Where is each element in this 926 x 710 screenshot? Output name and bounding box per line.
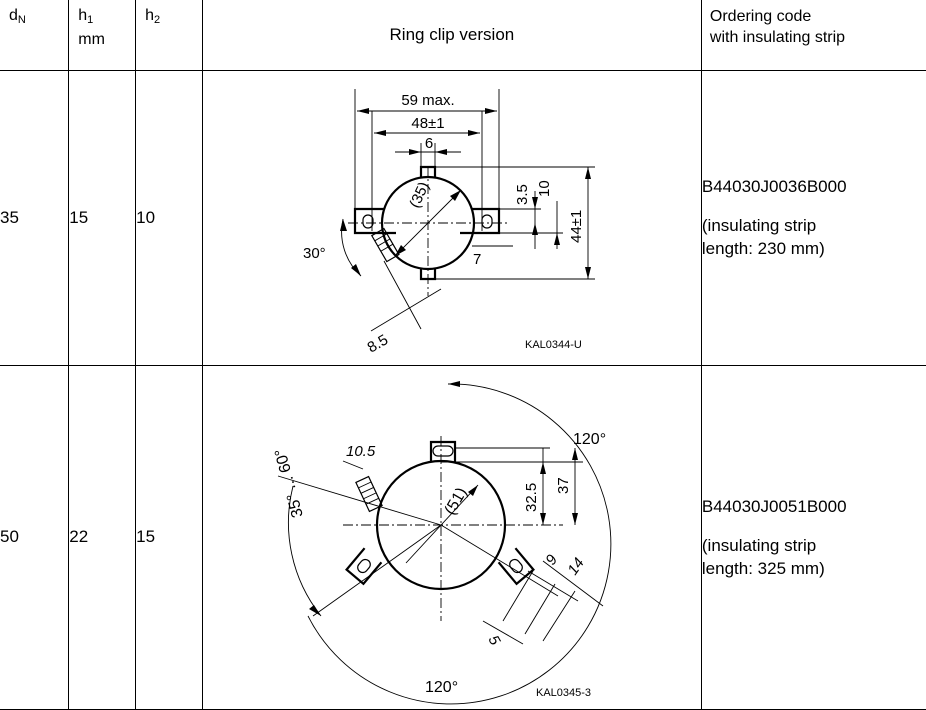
tab-bottom [419, 268, 436, 280]
outer-arc [307, 383, 612, 704]
tab-top [429, 440, 456, 462]
cell-dn: 35 [0, 69, 70, 366]
dim-d4: 14 [564, 554, 587, 577]
strip-note-2: length: 325 mm) [701, 558, 825, 578]
dim-d5: 5 [484, 632, 503, 648]
dim-line-14 [542, 560, 604, 606]
dim-d1: 32.5 [523, 482, 540, 511]
dim-line-5 [482, 620, 524, 644]
header-h2: h2 [135, 0, 203, 71]
dim-d3: 7 [473, 251, 481, 268]
dim-angle-top: 120° [573, 431, 606, 448]
dim-line-len [370, 288, 442, 331]
tab-left [353, 207, 396, 234]
slot-left [362, 213, 374, 229]
strip-note-2: length: 230 mm) [701, 239, 825, 258]
dim-screw: 10.5 [346, 443, 376, 460]
cell-ordering-code: B44030J0051B000 (insulating strip length… [700, 364, 926, 710]
ring-clip-50-drawing: 10.5 (51) [272, 380, 612, 704]
tab-bottom-left [344, 546, 383, 585]
dim-len: 8.5 [364, 331, 391, 356]
ext-9b [524, 583, 556, 634]
slot-right [481, 213, 493, 229]
cell-ordering-code: B44030J0036B000 (insulating strip length… [700, 69, 926, 366]
cell-h1: 22 [68, 364, 137, 710]
radial-left [277, 475, 442, 525]
header-dn: dN [0, 0, 70, 71]
tab-bottom-right [497, 546, 535, 585]
ring-clip-35-drawing: 59 max. 48±1 6 [303, 88, 595, 356]
radial-bottom-right [440, 524, 559, 596]
tab-top [419, 165, 436, 177]
cell-h2: 10 [135, 69, 203, 366]
strip-note-1: (insulating strip [701, 216, 817, 235]
header-version: Ring clip version [201, 0, 702, 71]
dim-d2: 37 [555, 477, 572, 494]
radial-bottom-left [312, 524, 442, 616]
dim-angle-bottom: 120° [425, 679, 458, 696]
ext-14 [542, 590, 576, 641]
dim-line-9 [527, 570, 579, 601]
screw-axis [383, 260, 422, 329]
cell-drawing: 10.5 (51) [201, 364, 702, 710]
dim-height: 44±1 [568, 209, 585, 242]
ordering-code: B44030J0051B000 [701, 496, 847, 516]
screw-leader [342, 460, 364, 469]
range-arc [287, 485, 322, 616]
cell-drawing: 59 max. 48±1 6 [201, 69, 702, 366]
tab-right [459, 207, 500, 234]
dim-d3: 9 [542, 551, 561, 568]
ordering-code: B44030J0036B000 [701, 177, 847, 196]
table-row: 50 22 15 [0, 364, 926, 710]
slot-top [432, 444, 454, 457]
dim-d1: 3.5 [514, 184, 531, 205]
dim-dia: (51) [442, 484, 471, 517]
dim-max: 59 max. [401, 92, 454, 109]
dia-line [405, 484, 479, 563]
dim-angle: 30° [303, 245, 326, 262]
dim-width: 6 [425, 135, 433, 152]
screw [354, 475, 383, 512]
dia-line [394, 189, 462, 256]
cell-h1: 15 [68, 69, 137, 366]
drawing-id: KAL0345-3 [536, 687, 591, 699]
table-row: 35 15 10 59 max. [0, 69, 926, 366]
dim-dia: (35) [406, 179, 433, 210]
ext-9a [502, 570, 534, 621]
cell-dn: 50 [0, 364, 70, 710]
screw [370, 227, 400, 262]
dim-d2: 10 [536, 180, 553, 197]
drawing-id: KAL0344-U [525, 339, 582, 351]
strip-note-1: (insulating strip [701, 535, 817, 555]
cell-h2: 15 [135, 364, 203, 710]
dim-pitch: 48±1 [411, 115, 444, 132]
